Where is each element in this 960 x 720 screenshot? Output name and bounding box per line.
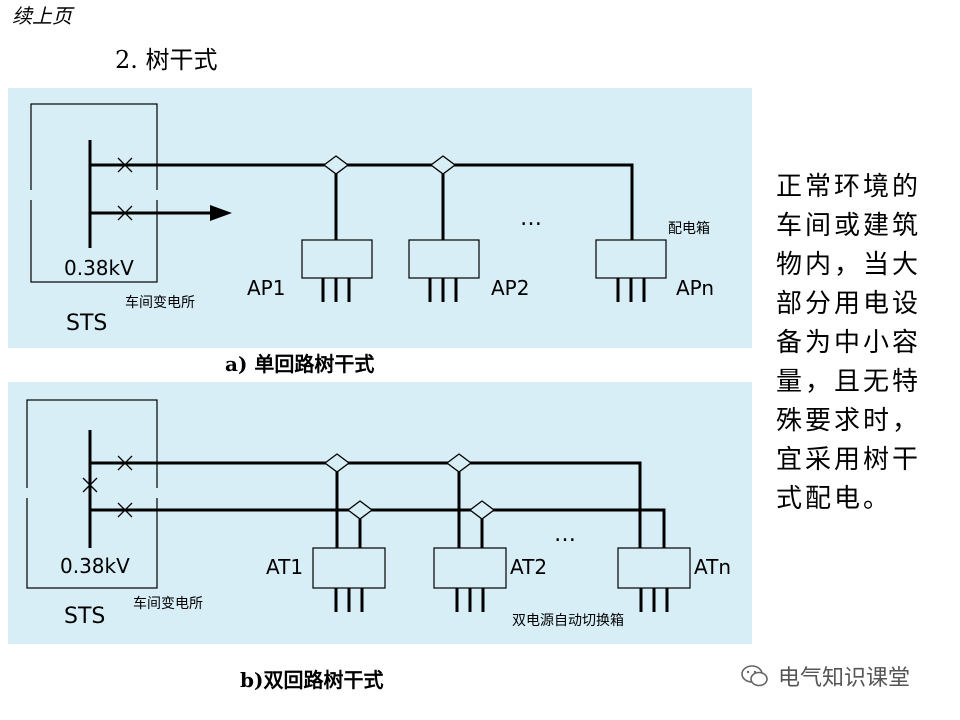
- panel-box-atn: [617, 547, 691, 589]
- panel-box-at2: [433, 547, 507, 589]
- ellipsis-b: …: [554, 522, 576, 547]
- diagram-b: 0.38kV STS 车间变电所 AT1 AT2 ATn 双电源自动切换箱 …: [8, 382, 752, 644]
- tap-at1: [323, 453, 374, 548]
- breaker-icon: [117, 157, 133, 221]
- ellipsis-a: …: [520, 206, 542, 231]
- station-code-b: STS: [64, 604, 105, 629]
- section-title: 2. 树干式: [115, 46, 218, 74]
- panel-box-at1: [312, 547, 386, 589]
- voltage-label-b: 0.38kV: [60, 554, 130, 578]
- diagram-b-background: [8, 382, 752, 644]
- trunk-line-a: [90, 163, 634, 240]
- box-label-b: 双电源自动切换箱: [512, 612, 624, 629]
- panel-outputs-a: [321, 278, 646, 302]
- caption-b: b)双回路树干式: [240, 668, 384, 692]
- watermark: 电气知识课堂: [740, 660, 910, 692]
- station-code-a: STS: [66, 311, 107, 336]
- panel-label-at1: AT1: [266, 555, 303, 579]
- station-label-b: 车间变电所: [133, 595, 203, 612]
- voltage-label-a: 0.38kV: [64, 256, 134, 280]
- trunk-line-b2: [90, 508, 666, 548]
- box-label-a: 配电箱: [668, 221, 710, 237]
- tap-ap2: [429, 155, 457, 240]
- tap-ap1: [322, 155, 350, 240]
- continued-label: 续上页: [12, 4, 72, 28]
- watermark-text: 电气知识课堂: [778, 666, 911, 691]
- bus-tie-breaker-icon: [82, 477, 98, 493]
- panel-box-apn: [595, 239, 667, 279]
- trunk-line-b1: [90, 461, 642, 548]
- panel-label-apn: APn: [676, 276, 714, 300]
- breaker-icon: [117, 455, 133, 518]
- panel-label-ap2: AP2: [491, 276, 529, 300]
- station-label-a: 车间变电所: [125, 294, 195, 311]
- panel-outputs-b: [334, 588, 669, 612]
- diagram-a: 0.38kV STS 车间变电所 AP1 AP2 APn 配电箱 …: [8, 88, 752, 348]
- tap-at2: [445, 453, 496, 548]
- panel-label-at2: AT2: [510, 555, 547, 579]
- side-description: 正常环境的车间或建筑物内，当大部分用电设备为中小容量，且无特殊要求时，宜采用树干…: [776, 172, 922, 514]
- panel-box-ap1: [301, 239, 373, 279]
- diagram-a-background: [8, 88, 752, 348]
- caption-a: a) 单回路树干式: [225, 352, 375, 376]
- panel-label-ap1: AP1: [247, 276, 285, 300]
- panel-box-ap2: [408, 239, 480, 279]
- panel-label-atn: ATn: [694, 555, 731, 579]
- wechat-icon: [741, 665, 768, 687]
- arrow-icon: [210, 205, 232, 221]
